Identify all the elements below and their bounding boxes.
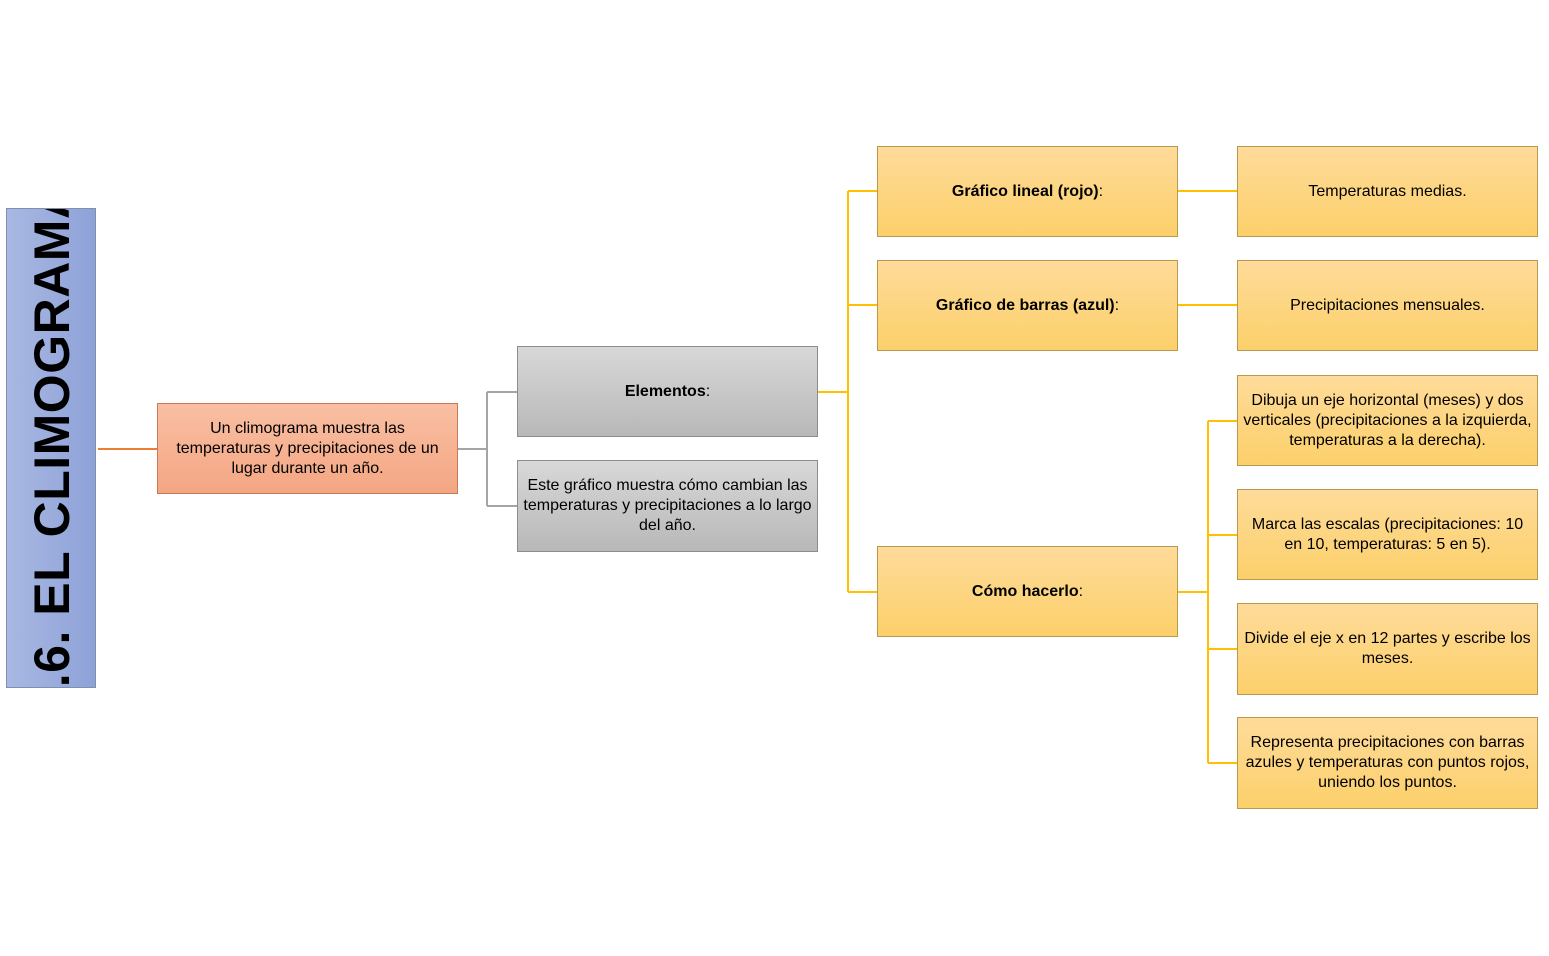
precipitaciones-text: Precipitaciones mensuales. bbox=[1290, 296, 1485, 314]
step-text: Dibuja un eje horizontal (meses) y dos v… bbox=[1243, 391, 1532, 449]
connector-como-steps bbox=[1178, 420, 1237, 764]
step-node: Dibuja un eje horizontal (meses) y dos v… bbox=[1237, 375, 1538, 466]
grafico-barras-suffix: : bbox=[1114, 296, 1120, 314]
title-banner: 3.6. EL CLIMOGRAMA bbox=[6, 208, 96, 688]
page-title: 3.6. EL CLIMOGRAMA bbox=[24, 208, 80, 688]
connector-definition-children bbox=[458, 391, 517, 507]
step-node: Divide el eje x en 12 partes y escribe l… bbox=[1237, 603, 1538, 695]
definition-node: Un climograma muestra las temperaturas y… bbox=[157, 403, 458, 494]
step-text: Representa precipitaciones con barras az… bbox=[1245, 734, 1530, 791]
grafico-lineal-label: Gráfico lineal (rojo) bbox=[951, 182, 1099, 200]
grafico-barras-node: Gráfico de barras (azul): bbox=[877, 260, 1178, 351]
grafico-barras-label: Gráfico de barras (azul) bbox=[935, 296, 1115, 314]
elementos-label: Elementos bbox=[624, 382, 706, 400]
step-text: Divide el eje x en 12 partes y escribe l… bbox=[1244, 630, 1531, 667]
step-node: Marca las escalas (precipitaciones: 10 e… bbox=[1237, 489, 1538, 580]
precipitaciones-node: Precipitaciones mensuales. bbox=[1237, 260, 1538, 351]
como-hacerlo-suffix: : bbox=[1078, 582, 1084, 600]
como-hacerlo-label: Cómo hacerlo bbox=[971, 582, 1079, 600]
definition-text: Un climograma muestra las temperaturas y… bbox=[176, 419, 439, 477]
description-text: Este gráfico muestra cómo cambian las te… bbox=[523, 477, 812, 534]
step-node: Representa precipitaciones con barras az… bbox=[1237, 717, 1538, 809]
temperaturas-node: Temperaturas medias. bbox=[1237, 146, 1538, 237]
como-hacerlo-node: Cómo hacerlo: bbox=[877, 546, 1178, 637]
elementos-node: Elementos: bbox=[517, 346, 818, 437]
connector-elementos-children bbox=[818, 190, 877, 593]
grafico-lineal-suffix: : bbox=[1098, 182, 1104, 200]
grafico-lineal-node: Gráfico lineal (rojo): bbox=[877, 146, 1178, 237]
temperaturas-text: Temperaturas medias. bbox=[1308, 182, 1467, 200]
description-node: Este gráfico muestra cómo cambian las te… bbox=[517, 460, 818, 552]
step-text: Marca las escalas (precipitaciones: 10 e… bbox=[1251, 515, 1524, 553]
elementos-suffix: : bbox=[705, 382, 711, 400]
